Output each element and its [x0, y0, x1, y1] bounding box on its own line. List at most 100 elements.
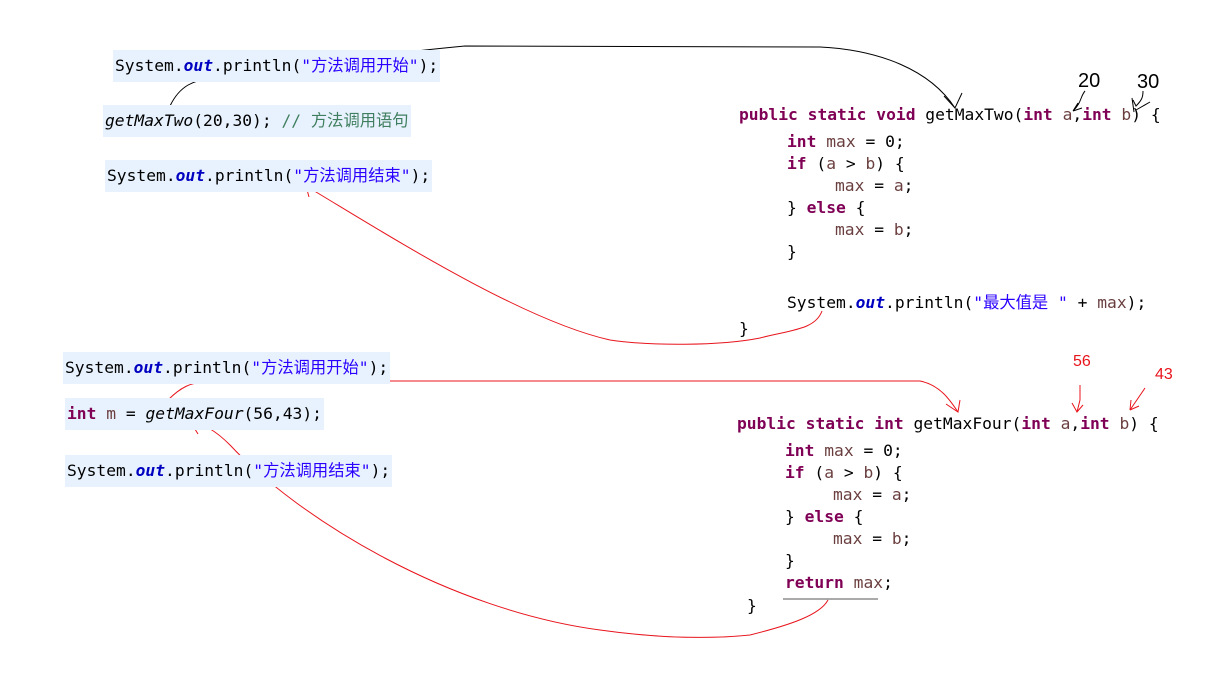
code-token: max: [833, 529, 863, 548]
return-arrow-getmaxtwo: [305, 185, 823, 345]
method-code-line: }: [739, 318, 749, 340]
code-token: }: [787, 198, 807, 217]
code-token: // 方法调用语句: [281, 111, 409, 130]
code-token: [798, 105, 808, 124]
method-code-line: max = b;: [833, 528, 911, 550]
code-token: [96, 404, 106, 423]
method-code-line: max = a;: [833, 484, 911, 506]
method-code-line: if (a > b) {: [785, 462, 903, 484]
code-token: out: [135, 461, 166, 480]
code-token: static: [805, 414, 865, 433]
code-token: "最大值是 ": [973, 293, 1068, 312]
code-token: out: [175, 166, 206, 185]
code-token: .println(: [205, 166, 294, 185]
code-token: .println(: [213, 56, 302, 75]
method-code-line: }: [747, 595, 757, 617]
code-token: b: [865, 154, 876, 173]
code-token: >: [834, 463, 864, 482]
code-token: out: [133, 358, 164, 377]
method-code-line: } else {: [787, 197, 865, 219]
code-token: System.: [107, 166, 176, 185]
code-token: "方法调用结束": [293, 166, 411, 185]
code-token: ) {: [1131, 105, 1161, 124]
param-arrow-a: [1072, 90, 1086, 112]
code-token: getMaxFour: [145, 404, 244, 423]
code-token: +: [1067, 293, 1098, 312]
code-token: .println(: [163, 358, 252, 377]
code-token: b: [1121, 105, 1132, 124]
code-token: [1053, 105, 1063, 124]
code-token: );: [418, 56, 439, 75]
param-arrow-b2: [1129, 387, 1146, 411]
code-token: );: [1126, 293, 1147, 312]
code-token: int: [1082, 105, 1112, 124]
code-token: ;: [901, 529, 912, 548]
code-token: max: [835, 176, 865, 195]
code-token: int: [1023, 105, 1053, 124]
code-token: }: [785, 507, 805, 526]
code-token: out: [183, 56, 214, 75]
code-token: [1110, 414, 1120, 433]
code-token: getMaxFour(: [903, 414, 1022, 433]
code-token: }: [739, 319, 749, 338]
caller-code-line: System.out.println("方法调用结束");: [105, 160, 433, 192]
code-token: else: [804, 507, 844, 526]
code-token: [866, 105, 876, 124]
method-code-line: if (a > b) {: [787, 153, 905, 175]
code-token: a: [824, 463, 835, 482]
code-token: public: [739, 105, 798, 124]
code-token: = 0;: [853, 441, 903, 460]
caller-code-line: System.out.println("方法调用开始");: [63, 352, 391, 384]
code-token: );: [368, 358, 389, 377]
caller-code-line: System.out.println("方法调用结束");: [65, 455, 393, 487]
code-token: out: [855, 293, 886, 312]
code-token: .println(: [885, 293, 974, 312]
annotation-a-value: 56: [1073, 353, 1091, 370]
method-code-line: }: [787, 241, 797, 263]
code-token: [796, 414, 806, 433]
code-token: (: [806, 154, 827, 173]
method-code-line: System.out.println("最大值是 " + max);: [787, 292, 1146, 314]
caller-code-line: getMaxTwo(20,30); // 方法调用语句: [103, 105, 411, 137]
code-token: int: [1021, 414, 1051, 433]
code-token: getMaxTwo(: [915, 105, 1024, 124]
code-token: b: [863, 463, 874, 482]
code-token: =: [864, 176, 894, 195]
code-token: =: [116, 404, 146, 423]
code-token: max: [833, 485, 863, 504]
code-token: ,: [1070, 414, 1081, 433]
caller-code-line: int m = getMaxFour(56,43);: [65, 398, 324, 430]
code-token: max: [826, 132, 856, 151]
code-token: >: [836, 154, 866, 173]
method-code-line: }: [785, 550, 795, 572]
arrowhead-getmaxtwo: [943, 92, 963, 109]
method-code-line: max = a;: [835, 175, 913, 197]
code-token: ;: [903, 176, 914, 195]
code-token: (20,30);: [193, 111, 282, 130]
code-token: }: [747, 596, 757, 615]
method-code-line: } else {: [785, 506, 863, 528]
code-token: [814, 441, 824, 460]
code-token: else: [806, 198, 846, 217]
code-token: System.: [65, 358, 134, 377]
method-code-line: int max = 0;: [787, 131, 905, 153]
code-token: static: [807, 105, 867, 124]
code-token: );: [410, 166, 431, 185]
annotation-b-value: 43: [1155, 366, 1173, 383]
code-token: max: [824, 441, 854, 460]
code-token: "方法调用开始": [301, 56, 419, 75]
code-token: [844, 573, 854, 592]
code-token: }: [787, 242, 797, 261]
code-token: =: [862, 529, 892, 548]
code-token: int: [785, 441, 815, 460]
code-token: (: [804, 463, 825, 482]
code-token: int: [67, 404, 97, 423]
annotation-a-value: 20: [1078, 70, 1101, 92]
code-token: b: [893, 220, 904, 239]
code-token: ) {: [873, 463, 903, 482]
code-token: int: [1080, 414, 1110, 433]
call-arrow-getmaxfour: [167, 380, 959, 413]
code-token: public: [737, 414, 796, 433]
code-token: int: [787, 132, 817, 151]
code-token: void: [876, 105, 916, 124]
